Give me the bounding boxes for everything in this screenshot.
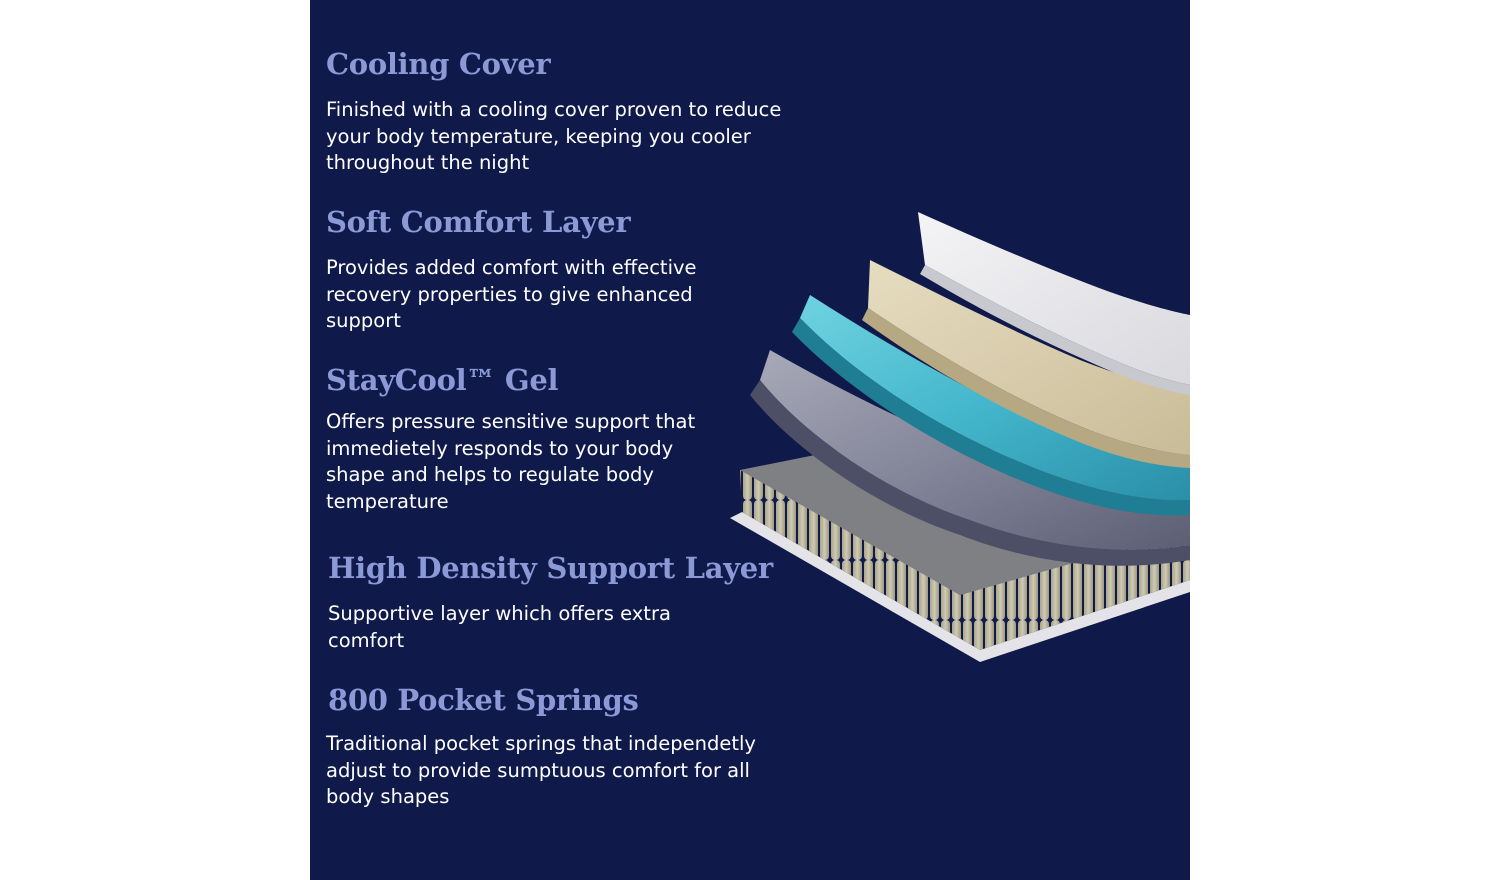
layer-soft-comfort: Soft Comfort Layer Provides added comfor… [326, 205, 826, 335]
layer-cooling-cover: Cooling Cover Finished with a cooling co… [326, 47, 826, 177]
layer-staycool-gel: StayCool™ Gel Offers pressure sensitive … [326, 363, 826, 515]
layer-description: Traditional pocket springs that independ… [326, 732, 756, 809]
layer-description: Finished with a cooling cover proven to … [326, 98, 782, 175]
layer-pocket-springs: 800 Pocket Springs Traditional pocket sp… [326, 683, 828, 811]
layer-title: 800 Pocket Springs [328, 683, 639, 717]
layer-description: Offers pressure sensitive support that i… [326, 410, 696, 513]
layer-title: High Density Support Layer [328, 551, 773, 585]
layer-title: Soft Comfort Layer [326, 205, 631, 239]
layer-description: Supportive layer which offers extra comf… [328, 602, 671, 652]
feature-panel: Cooling Cover Finished with a cooling co… [310, 0, 1190, 880]
layer-high-density: High Density Support Layer Supportive la… [328, 551, 828, 654]
mattress-layers-illustration-icon [730, 212, 1190, 662]
layer-description: Provides added comfort with effective re… [326, 256, 697, 333]
layer-title: StayCool™ Gel [326, 363, 559, 397]
layer-title: Cooling Cover [326, 47, 551, 81]
